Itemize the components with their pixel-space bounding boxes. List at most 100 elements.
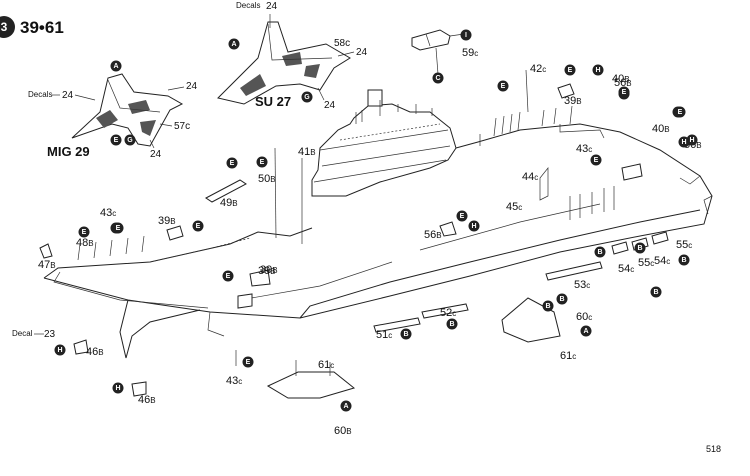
svg-text:E: E xyxy=(622,89,627,96)
part-number: 43 xyxy=(576,143,588,155)
svg-text:H: H xyxy=(681,139,686,146)
svg-text:A: A xyxy=(113,63,118,70)
svg-text:B: B xyxy=(545,303,550,310)
svg-text:H: H xyxy=(115,385,120,392)
su-name: SU 27 xyxy=(255,94,291,109)
part-number: 41 xyxy=(298,146,310,158)
svg-text:C: C xyxy=(435,75,440,82)
part-letter: c xyxy=(238,377,242,386)
part-number-label: 40B xyxy=(612,73,630,85)
part-number: 54 xyxy=(618,263,630,275)
carrier-hull xyxy=(43,123,713,359)
callout-badge: H xyxy=(592,64,604,76)
callout-badge: B xyxy=(594,246,606,258)
part-number: 40 xyxy=(612,73,624,85)
callout-badge: H xyxy=(54,344,66,356)
part-number-label: 39B xyxy=(260,264,278,276)
svg-text:B: B xyxy=(559,296,564,303)
callout-badge: B xyxy=(556,293,568,305)
callout-badge: B xyxy=(650,286,662,298)
svg-text:E: E xyxy=(568,67,573,74)
svg-text:G: G xyxy=(127,137,133,144)
part-number: 55 xyxy=(676,239,688,251)
bottom-decal-label: Decal xyxy=(12,329,33,338)
part-number-label: 45c xyxy=(506,201,522,213)
part-number-label: 43c xyxy=(100,207,116,219)
part-number: 60 xyxy=(576,311,588,323)
part-number-label: 44c xyxy=(522,171,538,183)
page-number: 518 xyxy=(706,444,721,454)
part-number-label: 61c xyxy=(318,359,334,371)
callout-badge: G xyxy=(124,134,136,146)
part-number-label: 43c xyxy=(576,143,592,155)
part-number: 45 xyxy=(506,201,518,213)
part-number: 52 xyxy=(440,307,452,319)
part-letter: c xyxy=(588,145,592,154)
part-number-label: 48B xyxy=(76,237,94,249)
callout-badge: H xyxy=(686,134,698,146)
part-number-labels: 59c42c39B40B56B40B56B41B50B49B43c39B44c4… xyxy=(38,47,702,437)
su-decals-label: Decals xyxy=(236,1,260,10)
part-number-label: 60c xyxy=(576,311,592,323)
svg-text:A: A xyxy=(583,328,588,335)
part-number: 50 xyxy=(258,173,270,185)
svg-text:B: B xyxy=(597,249,602,256)
mig-decals-label: Decals xyxy=(28,90,52,99)
part-number-label: 61c xyxy=(560,350,576,362)
su-decal-ref: 24 xyxy=(266,1,278,12)
callout-badge: E xyxy=(112,222,124,234)
callout-badge: C xyxy=(432,72,444,84)
part-number: 43 xyxy=(100,207,112,219)
part-letter: B xyxy=(272,266,277,275)
part-number: 48 xyxy=(76,237,88,249)
su-decal-ref: 58c xyxy=(334,38,350,49)
step-parts-range: 39•61 xyxy=(20,18,64,37)
part-number: 40 xyxy=(652,123,664,135)
part-letter: B xyxy=(98,348,103,357)
callout-badge: E xyxy=(674,106,686,118)
mig-decal-ref: 57c xyxy=(174,121,190,132)
callout-badge: A xyxy=(228,38,240,50)
part-letter: c xyxy=(542,65,546,74)
callout-badge: H xyxy=(468,220,480,232)
su27-drawing xyxy=(217,14,351,105)
callout-badge: A xyxy=(110,60,122,72)
part-number: 39 xyxy=(564,95,576,107)
part-number: 46 xyxy=(86,346,98,358)
part-letter: B xyxy=(50,261,55,270)
part-number-label: 43c xyxy=(226,375,242,387)
callout-badge: E xyxy=(110,134,122,146)
part-number-label: 42c xyxy=(530,63,546,75)
callout-badge: I xyxy=(460,29,472,41)
part-number-label: 46B xyxy=(86,346,104,358)
svg-text:E: E xyxy=(196,223,201,230)
svg-text:A: A xyxy=(231,41,236,48)
callout-badge: E xyxy=(497,80,509,92)
part-letter: B xyxy=(626,79,631,88)
svg-text:E: E xyxy=(82,229,87,236)
svg-text:E: E xyxy=(116,225,121,232)
svg-text:H: H xyxy=(595,67,600,74)
part-letter: c xyxy=(688,241,692,250)
part-number: 49 xyxy=(220,197,232,209)
part-number: 59 xyxy=(462,47,474,59)
callout-badge: E xyxy=(256,156,268,168)
callout-badge: E xyxy=(226,157,238,169)
callout-badge: E xyxy=(192,220,204,232)
part-number-label: 60B xyxy=(334,425,352,437)
mig29-drawing xyxy=(71,73,184,147)
svg-text:B: B xyxy=(403,331,408,338)
part-number-label: 55c xyxy=(638,257,654,269)
part-letter: B xyxy=(576,97,581,106)
part-letter: c xyxy=(630,265,634,274)
callout-badge: E xyxy=(222,270,234,282)
su-decal-ref: 24 xyxy=(324,100,336,111)
part-number-label: 51c xyxy=(376,329,392,341)
part-number-label: 54c xyxy=(618,263,634,275)
svg-text:E: E xyxy=(230,160,235,167)
svg-text:H: H xyxy=(689,137,694,144)
part-letter: c xyxy=(452,309,456,318)
part-number: 43 xyxy=(226,375,238,387)
step-number: 3 xyxy=(1,20,8,34)
